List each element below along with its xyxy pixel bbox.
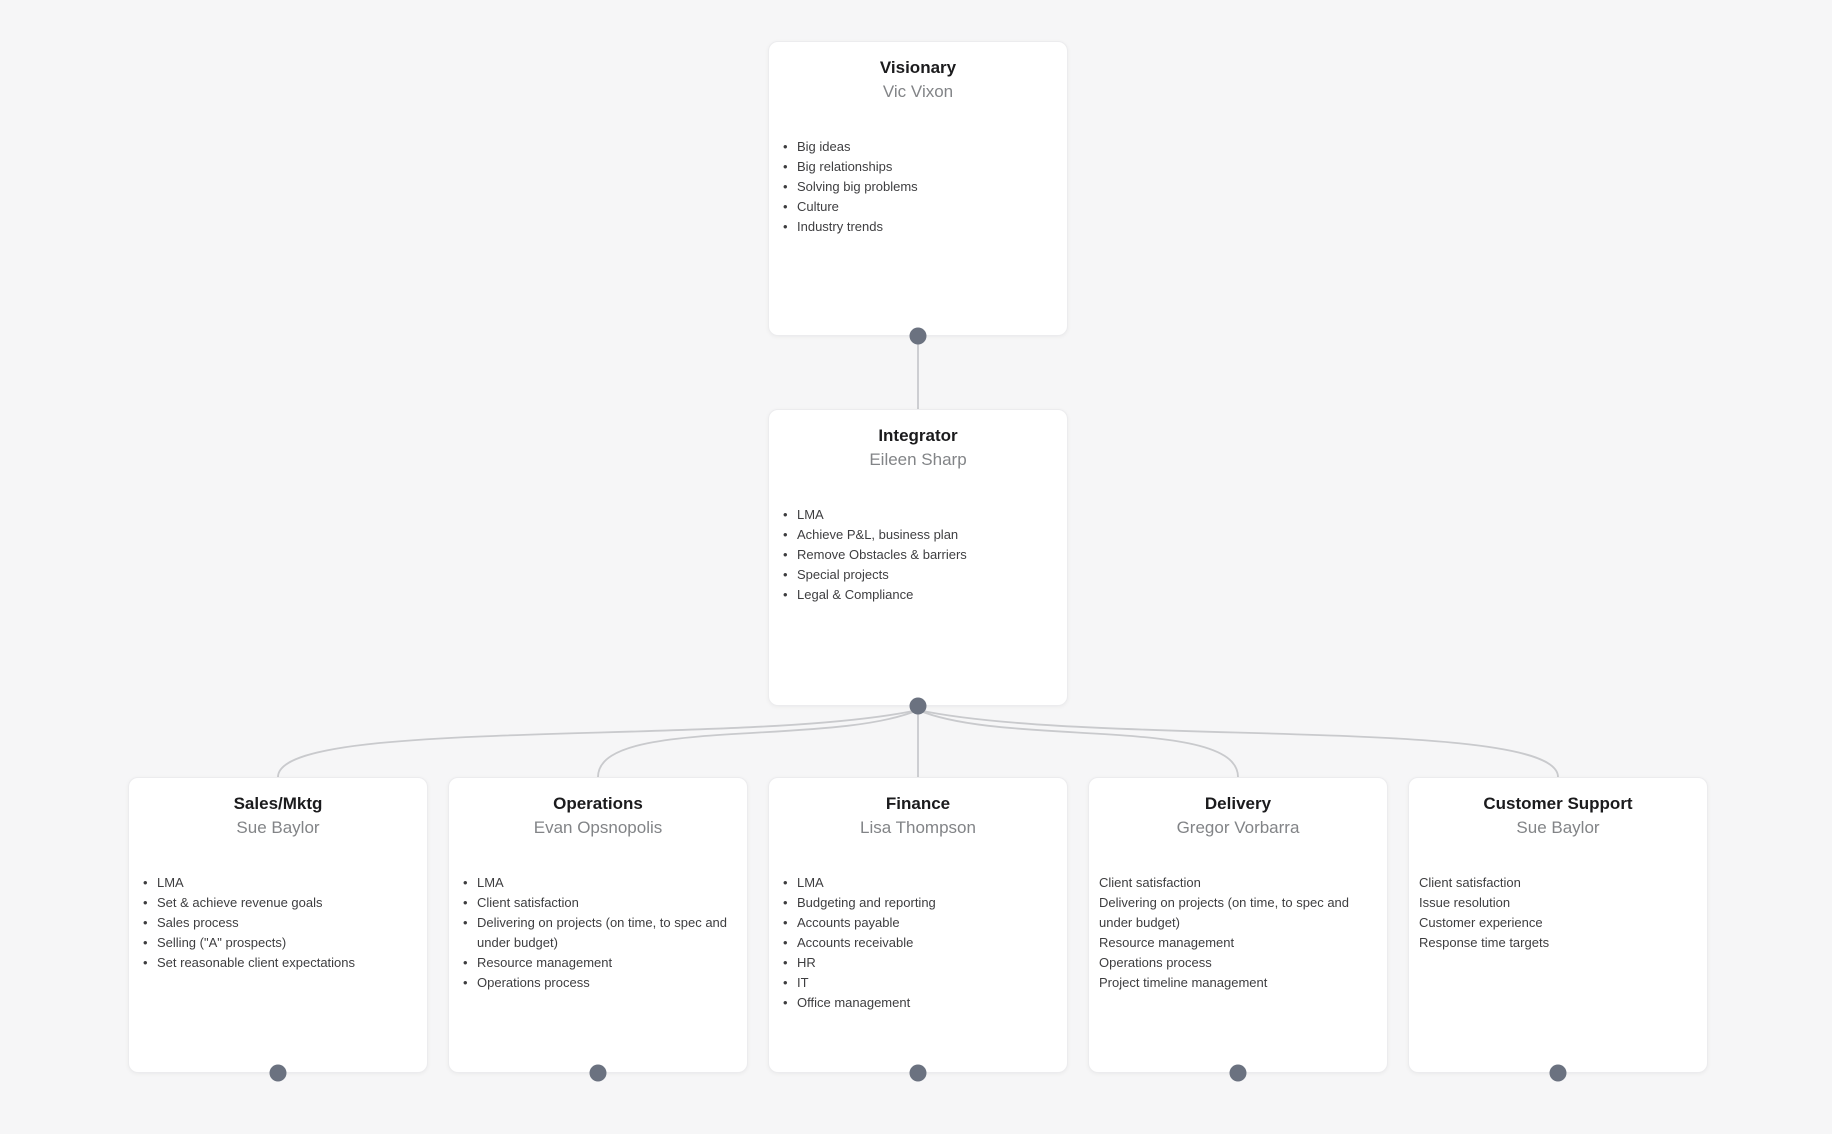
responsibilities-list: LMASet & achieve revenue goalsSales proc… (139, 873, 417, 973)
responsibility-item: Project timeline management (1099, 975, 1268, 990)
connector-curve-integrator-child (597, 709, 919, 778)
connector-dot[interactable] (909, 1064, 927, 1082)
responsibility-item: Selling ("A" prospects) (139, 933, 417, 953)
responsibility-item: Remove Obstacles & barriers (779, 545, 1057, 565)
responsibility-item: IT (779, 973, 1057, 993)
role-title: Operations (553, 794, 643, 813)
connector-dot[interactable] (909, 327, 927, 345)
role-title: Delivery (1204, 794, 1272, 813)
responsibility-item: Resource management (459, 953, 737, 973)
org-card-visionary[interactable]: Visionary Vic Vixon Big ideasBig relatio… (768, 41, 1068, 336)
responsibility-item: Legal & Compliance (779, 585, 1057, 605)
person-name: Evan Opsnopolis (533, 818, 663, 837)
person-name: Gregor Vorbarra (1176, 818, 1300, 837)
org-card-sales-mktg[interactable]: Sales/Mktg Sue Baylor LMASet & achieve r… (128, 777, 428, 1073)
connector-curve-integrator-child (917, 709, 1559, 778)
person-name: Sue Baylor (1516, 818, 1600, 837)
responsibility-item: LMA (459, 873, 737, 893)
responsibility-item: Delivering on projects (on time, to spec… (1099, 895, 1350, 930)
responsibility-item: Office management (779, 993, 1057, 1013)
responsibility-item: Achieve P&L, business plan (779, 525, 1057, 545)
responsibility-item: Industry trends (779, 217, 1057, 237)
responsibility-item: Accounts receivable (779, 933, 1057, 953)
responsibility-item: Set & achieve revenue goals (139, 893, 417, 913)
responsibility-item: Accounts payable (779, 913, 1057, 933)
responsibility-item: Response time targets (1419, 935, 1550, 950)
connector-curve-integrator-child (277, 709, 919, 778)
person-name: Vic Vixon (882, 82, 954, 101)
org-card-delivery[interactable]: Delivery Gregor Vorbarra Client satisfac… (1088, 777, 1388, 1073)
responsibility-item: Client satisfaction (1099, 875, 1201, 890)
connector-dot[interactable] (269, 1064, 287, 1082)
responsibility-item: Customer experience (1419, 915, 1543, 930)
responsibility-item: Budgeting and reporting (779, 893, 1057, 913)
responsibilities-list: LMABudgeting and reportingAccounts payab… (779, 873, 1057, 1013)
responsibility-item: Sales process (139, 913, 417, 933)
responsibility-item: Set reasonable client expectations (139, 953, 417, 973)
org-card-customer-support[interactable]: Customer Support Sue Baylor Client satis… (1408, 777, 1708, 1073)
responsibility-item: Resource management (1099, 935, 1235, 950)
role-title: Customer Support (1483, 794, 1633, 813)
responsibility-item: Special projects (779, 565, 1057, 585)
person-name: Eileen Sharp (869, 450, 967, 469)
responsibility-item: Operations process (459, 973, 737, 993)
connector-curve-integrator-child (917, 709, 1239, 778)
connector-dot[interactable] (909, 697, 927, 715)
responsibilities-list: Big ideasBig relationshipsSolving big pr… (779, 137, 1057, 237)
responsibility-item: LMA (779, 873, 1057, 893)
org-card-integrator[interactable]: Integrator Eileen Sharp LMAAchieve P&L, … (768, 409, 1068, 706)
responsibilities-list: LMAAchieve P&L, business planRemove Obst… (779, 505, 1057, 605)
responsibility-item: Culture (779, 197, 1057, 217)
responsibility-item: Big relationships (779, 157, 1057, 177)
responsibility-item: Big ideas (779, 137, 1057, 157)
connector-dot[interactable] (1229, 1064, 1247, 1082)
role-title: Integrator (878, 426, 958, 445)
responsibility-item: LMA (139, 873, 417, 893)
connector-dot[interactable] (1549, 1064, 1567, 1082)
role-title: Finance (885, 794, 951, 813)
person-name: Sue Baylor (236, 818, 320, 837)
org-card-finance[interactable]: Finance Lisa Thompson LMABudgeting and r… (768, 777, 1068, 1073)
responsibility-item: Client satisfaction (459, 893, 737, 913)
responsibility-item: LMA (779, 505, 1057, 525)
responsibility-item: Client satisfaction (1419, 875, 1521, 890)
responsibility-item: Delivering on projects (on time, to spec… (459, 913, 737, 953)
org-card-operations[interactable]: Operations Evan Opsnopolis LMAClient sat… (448, 777, 748, 1073)
role-title: Sales/Mktg (233, 794, 323, 813)
responsibility-item: HR (779, 953, 1057, 973)
connector-dot[interactable] (589, 1064, 607, 1082)
responsibility-item: Issue resolution (1419, 895, 1511, 910)
responsibility-item: Solving big problems (779, 177, 1057, 197)
role-title: Visionary (879, 58, 957, 77)
person-name: Lisa Thompson (860, 818, 976, 837)
responsibility-item: Operations process (1099, 955, 1212, 970)
